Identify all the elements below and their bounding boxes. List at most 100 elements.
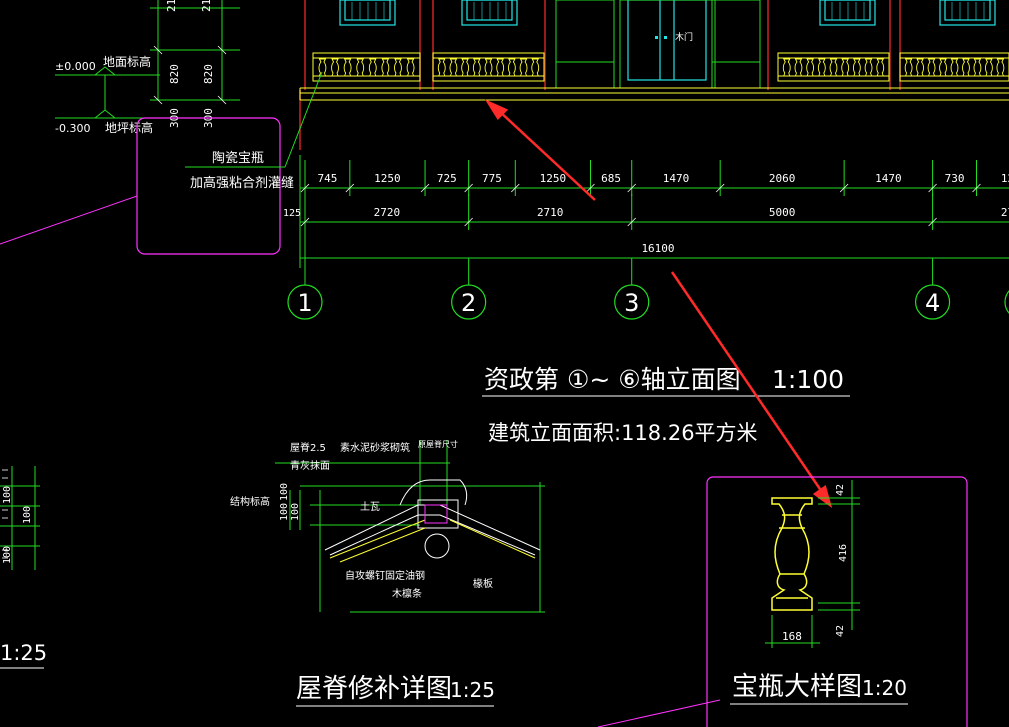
baluster bbox=[472, 58, 481, 77]
baluster-detail: 42 416 42 168 宝瓶大样图 1:20 bbox=[597, 476, 968, 727]
row1-dim-7: 1470 bbox=[663, 172, 690, 185]
axis-bubble-4: 4 bbox=[914, 258, 951, 320]
baluster bbox=[406, 58, 415, 77]
row1-dim-2: 1250 bbox=[374, 172, 401, 185]
ridge-note-2: 青灰抹面 bbox=[290, 459, 330, 472]
ridge-note-8: 木檩条 bbox=[392, 587, 422, 600]
arrow-head-down bbox=[812, 484, 833, 509]
ridge-note-7: 自攻螺钉固定油钢 bbox=[345, 569, 425, 582]
row1-dim-6: 685 bbox=[601, 172, 621, 185]
axis-bubbles: 12345 bbox=[287, 258, 1009, 320]
baluster-scale: 1:20 bbox=[862, 676, 907, 700]
ridge-note-9: 椽板 bbox=[473, 577, 493, 590]
revision-cloud-callout bbox=[136, 117, 281, 255]
baluster bbox=[962, 58, 970, 77]
ridge-title: 屋脊修补详图 bbox=[296, 674, 452, 704]
axis-bubble-2: 2 bbox=[451, 258, 487, 320]
ridge-dim-3: 100 bbox=[290, 503, 301, 521]
row1-dim-11: 1250 bbox=[1001, 172, 1009, 185]
level-marks: 218 218 820 820 300 300 ±0.000 地面标高 -0.3… bbox=[55, 0, 240, 135]
baluster bbox=[864, 58, 873, 77]
total-dim: 16100 bbox=[641, 242, 674, 255]
elevation-title-block: 资政第 ①~ ⑥轴立面图 1:100 建筑立面面积:118.26平方米 bbox=[482, 365, 850, 445]
vdim-3: 820 bbox=[168, 64, 181, 84]
baluster bbox=[817, 58, 826, 77]
facade-windows bbox=[339, 0, 996, 81]
baluster bbox=[973, 58, 982, 77]
baluster bbox=[449, 58, 458, 77]
baluster bbox=[507, 58, 516, 77]
baluster bbox=[806, 58, 815, 77]
baluster bbox=[950, 58, 959, 77]
baluster bbox=[343, 58, 352, 77]
baluster bbox=[794, 58, 803, 77]
baluster bbox=[985, 58, 993, 77]
facade-elevation: 木门 bbox=[299, 0, 1009, 150]
annotation-arrows bbox=[484, 99, 833, 509]
axis-bubble-3: 3 bbox=[614, 258, 650, 320]
ridge-note-4: 原屋脊尺寸 bbox=[418, 439, 458, 449]
fragment-dim-2: 100 bbox=[22, 506, 33, 524]
door-label: 木门 bbox=[675, 31, 693, 43]
elevation-area: 建筑立面面积:118.26平方米 bbox=[488, 421, 758, 445]
row1-dim-9: 1470 bbox=[875, 172, 902, 185]
level-value-floor: -0.300 bbox=[55, 122, 90, 135]
revision-leader-left bbox=[0, 195, 138, 245]
row1-dim-5: 1250 bbox=[540, 172, 567, 185]
baluster bbox=[904, 58, 913, 77]
baluster-title: 宝瓶大样图 bbox=[732, 672, 862, 702]
row2-dim-1: 2720 bbox=[374, 206, 401, 219]
dimension-chains: 7451250725775125068514702060147073012507… bbox=[283, 155, 1009, 268]
row1-dim-8: 2060 bbox=[769, 172, 796, 185]
row1-dim-10: 730 bbox=[945, 172, 965, 185]
baluster-dim-top: 42 bbox=[835, 484, 846, 496]
facade-frames bbox=[555, 0, 761, 89]
svg-text:1: 1 bbox=[297, 289, 312, 317]
baluster bbox=[829, 58, 838, 77]
ridge-note-6: 土瓦 bbox=[360, 500, 380, 513]
row2-dim-4: 2710 bbox=[1001, 206, 1009, 219]
fragment-scale: 1:25 bbox=[0, 641, 47, 665]
baluster bbox=[939, 58, 947, 77]
baluster-outline bbox=[771, 497, 813, 611]
railing-span bbox=[777, 52, 890, 82]
ridge-scale: 1:25 bbox=[450, 678, 495, 702]
baluster bbox=[394, 58, 402, 77]
ridge-dim-2: 100 bbox=[279, 503, 290, 521]
ridge-dim-1: 100 bbox=[279, 483, 290, 501]
row1-dim-4: 775 bbox=[482, 172, 502, 185]
baluster-dim-bottom: 42 bbox=[835, 625, 846, 637]
baluster bbox=[484, 58, 493, 77]
svg-text:2: 2 bbox=[461, 289, 476, 317]
baluster bbox=[531, 58, 540, 77]
elevation-title: 资政第 ①~ ⑥轴立面图 bbox=[484, 365, 741, 394]
row1-dim-3: 725 bbox=[437, 172, 457, 185]
baluster bbox=[356, 58, 365, 77]
door-handles bbox=[655, 36, 667, 39]
vdim-2: 218 bbox=[200, 0, 213, 12]
baluster-dim-height: 416 bbox=[838, 544, 849, 562]
ridge-note-1: 屋脊2.5 bbox=[290, 441, 326, 454]
baluster bbox=[331, 58, 339, 77]
elevation-scale: 1:100 bbox=[772, 365, 844, 394]
baluster bbox=[437, 58, 446, 77]
baluster bbox=[927, 58, 936, 77]
arrow-head-up bbox=[484, 99, 509, 120]
callout-line-1: 陶瓷宝瓶 bbox=[212, 150, 264, 166]
vdim-4: 820 bbox=[202, 64, 215, 84]
fragment-dim-1: 100 bbox=[2, 486, 13, 504]
callout-line-2: 加高强粘合剂灌缝 bbox=[190, 175, 294, 191]
plinth-lines bbox=[300, 87, 1009, 101]
ridge-note-3: 素水泥砂浆砌筑 bbox=[340, 441, 410, 454]
railing-span bbox=[899, 52, 1009, 82]
row2-dim-2: 2710 bbox=[537, 206, 564, 219]
baluster-dim-width: 168 bbox=[782, 630, 802, 643]
ridge-note-5: 结构标高 bbox=[230, 495, 270, 508]
baluster bbox=[461, 58, 470, 77]
baluster bbox=[841, 58, 850, 77]
svg-text:4: 4 bbox=[925, 289, 940, 317]
baluster-railings bbox=[312, 52, 1009, 82]
baluster bbox=[519, 58, 528, 77]
axis-bubble-partial bbox=[1004, 290, 1009, 314]
